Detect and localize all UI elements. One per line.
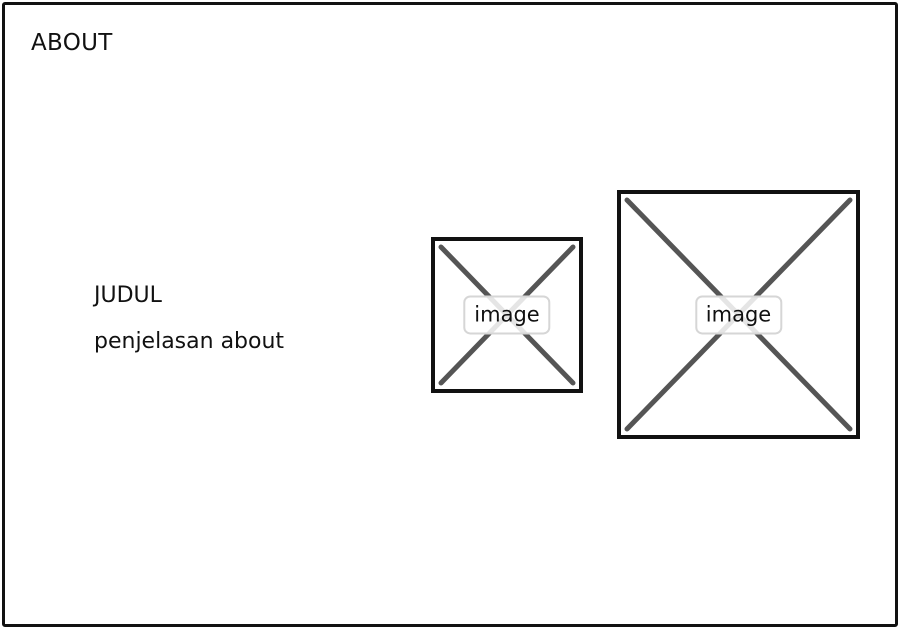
page-title: ABOUT	[31, 30, 113, 56]
content-description: penjelasan about	[94, 329, 285, 354]
image-placeholder-large: image	[617, 190, 860, 439]
image-label: image	[463, 295, 551, 335]
image-label: image	[694, 294, 783, 335]
image-placeholder-small: image	[431, 237, 583, 393]
content-heading: JUDUL	[94, 283, 162, 308]
